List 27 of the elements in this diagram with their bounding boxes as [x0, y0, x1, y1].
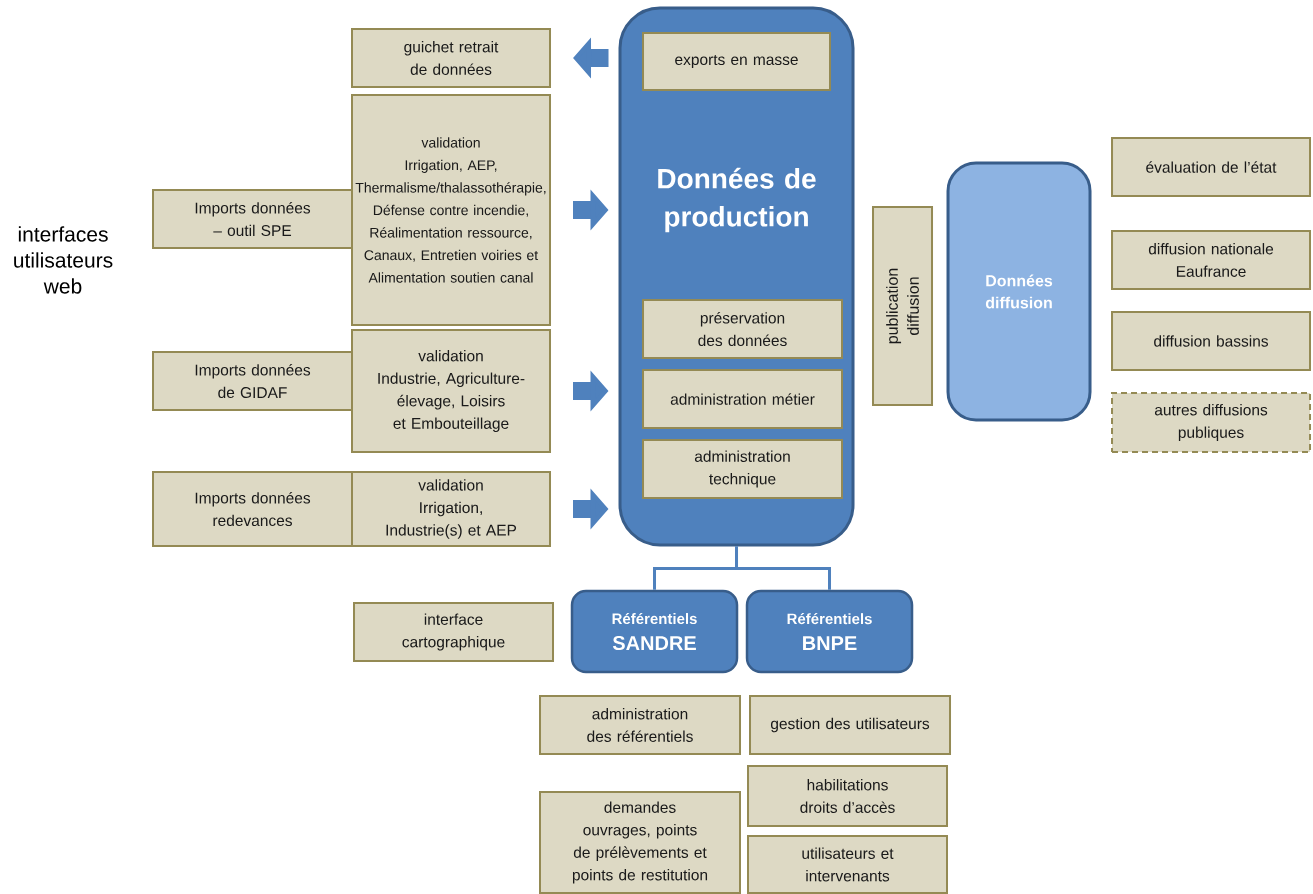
text-box: interface cartographique [353, 602, 554, 662]
text-box: Imports données de GIDAF [152, 351, 353, 411]
label-text: interfaces utilisateurs web [14, 226, 113, 294]
text-box: habilitations droits d’accès [747, 765, 948, 827]
connector-line [735, 546, 831, 590]
text-box: préservation des données [642, 299, 843, 359]
text-box: validation Industrie, Agriculture-élevage, Loisirs et Embouteillage [351, 329, 551, 453]
text-box: autres diffusions publiques [1111, 392, 1311, 453]
text-box: évaluation de l’état [1111, 137, 1311, 197]
text-box: administration des référentiels [539, 695, 741, 755]
text-box: validation Irrigation, Industrie(s) et AEP [351, 471, 551, 547]
reference-box: Référentiels BNPE [745, 589, 914, 674]
text-box: exports en masse [642, 32, 831, 91]
text-box: demandes ouvrages, points de prélèvements et points de restitution [539, 791, 741, 894]
text-box: utilisateurs et intervenants [747, 835, 948, 894]
text-box: diffusion bassins [1111, 311, 1311, 371]
text-box: diffusion nationale Eaufrance [1111, 230, 1311, 290]
text-box: validation Irrigation, AEP, Thermalisme/thalassothérapie, Défense contre incendie, Réalimentation ressource, Canaux, Entretien voiries et Alimentation soutien canal [351, 94, 551, 326]
text-box: Imports données redevances [152, 471, 353, 547]
text-box: publication diffusion [872, 206, 933, 406]
text-box: administration technique [642, 439, 843, 499]
text-box: gestion des utilisateurs [749, 695, 951, 755]
text-box: guichet retrait de données [351, 28, 551, 88]
text-box: administration métier [642, 369, 843, 429]
text-box: Imports données – outil SPE [152, 189, 353, 249]
process-box: Données diffusion [946, 161, 1092, 422]
reference-box: Référentiels SANDRE [570, 589, 739, 674]
